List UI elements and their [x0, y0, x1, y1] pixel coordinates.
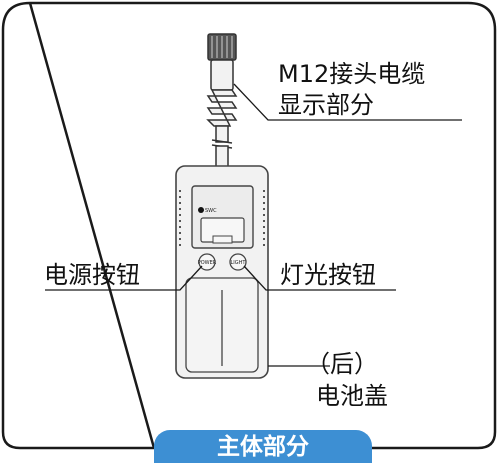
label-cable: M12接头电缆 [278, 60, 426, 88]
grip-dots-left [179, 190, 181, 246]
connector-strain-relief [206, 89, 238, 127]
connector-body [210, 59, 234, 91]
label-cover-line1: （后） [306, 350, 378, 378]
light-key-label: LIGHT [231, 260, 247, 266]
leader-lines [45, 83, 462, 367]
status-mark: SWC [205, 208, 217, 214]
label-power-button: 电源按钮 [44, 261, 140, 289]
label-cover-line2: 电池盖 [316, 382, 388, 410]
power-button [198, 253, 216, 271]
leader-power-button [45, 265, 203, 291]
lcd-notch [212, 235, 233, 244]
leader-display [233, 83, 462, 121]
cable-upper [215, 125, 229, 143]
footer-tag: 主体部分 [154, 430, 372, 463]
meter-device: SWC POWER LIGHT [175, 165, 269, 379]
grip-dots-right [263, 190, 265, 246]
power-key-label: POWER [198, 260, 217, 266]
label-display: 显示部分 [278, 91, 374, 119]
outer-frame [1, 1, 497, 450]
status-led [198, 207, 204, 213]
leader-light-button [243, 265, 396, 291]
cable-break [211, 139, 233, 169]
light-button [229, 253, 247, 271]
label-light-button: 灯光按钮 [280, 261, 376, 289]
cable-lower [215, 145, 229, 169]
m12-connector [206, 33, 238, 143]
